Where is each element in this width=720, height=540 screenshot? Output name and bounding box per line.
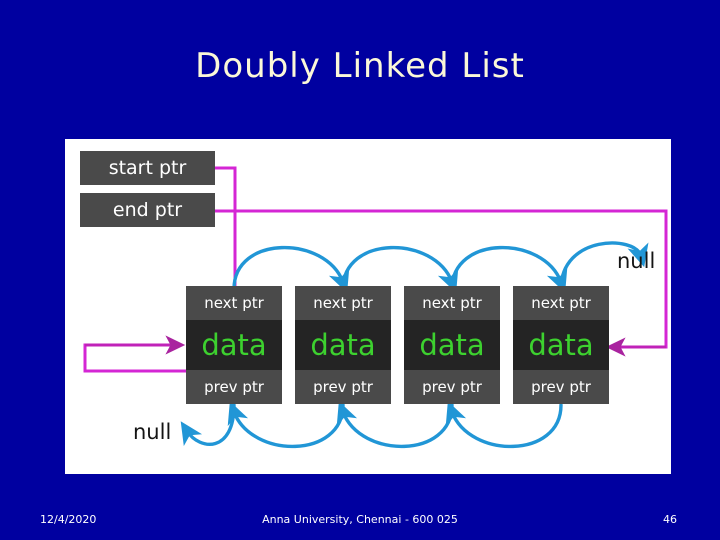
start-ptr-box: start ptr — [80, 151, 215, 185]
node-prev-ptr-cell: prev ptr — [186, 370, 282, 404]
node-next-ptr-cell: next ptr — [186, 286, 282, 320]
node-prev-ptr-cell: prev ptr — [295, 370, 391, 404]
page-title: Doubly Linked List — [195, 46, 525, 86]
node-data-cell: data — [404, 320, 500, 370]
footer-organization: Anna University, Chennai - 600 025 — [262, 513, 458, 526]
prev-ptr-arcs — [180, 401, 563, 449]
node-next-ptr-cell: next ptr — [295, 286, 391, 320]
node-next-ptr-cell: next ptr — [513, 286, 609, 320]
next-ptr-arcs — [232, 241, 649, 293]
node-data-cell: data — [295, 320, 391, 370]
list-node: next ptr data prev ptr — [295, 286, 391, 404]
null-label-head: null — [133, 420, 172, 444]
footer-date: 12/4/2020 — [40, 513, 97, 526]
node-data-cell: data — [513, 320, 609, 370]
diagram-panel: start ptr end ptr next ptr data prev ptr… — [65, 139, 671, 474]
end-ptr-box: end ptr — [80, 193, 215, 227]
list-node: next ptr data prev ptr — [404, 286, 500, 404]
node-data-cell: data — [186, 320, 282, 370]
footer-page-number: 46 — [663, 513, 677, 526]
node-prev-ptr-cell: prev ptr — [404, 370, 500, 404]
node-next-ptr-cell: next ptr — [404, 286, 500, 320]
null-label-tail: null — [617, 249, 656, 273]
list-node: next ptr data prev ptr — [186, 286, 282, 404]
node-prev-ptr-cell: prev ptr — [513, 370, 609, 404]
list-node: next ptr data prev ptr — [513, 286, 609, 404]
